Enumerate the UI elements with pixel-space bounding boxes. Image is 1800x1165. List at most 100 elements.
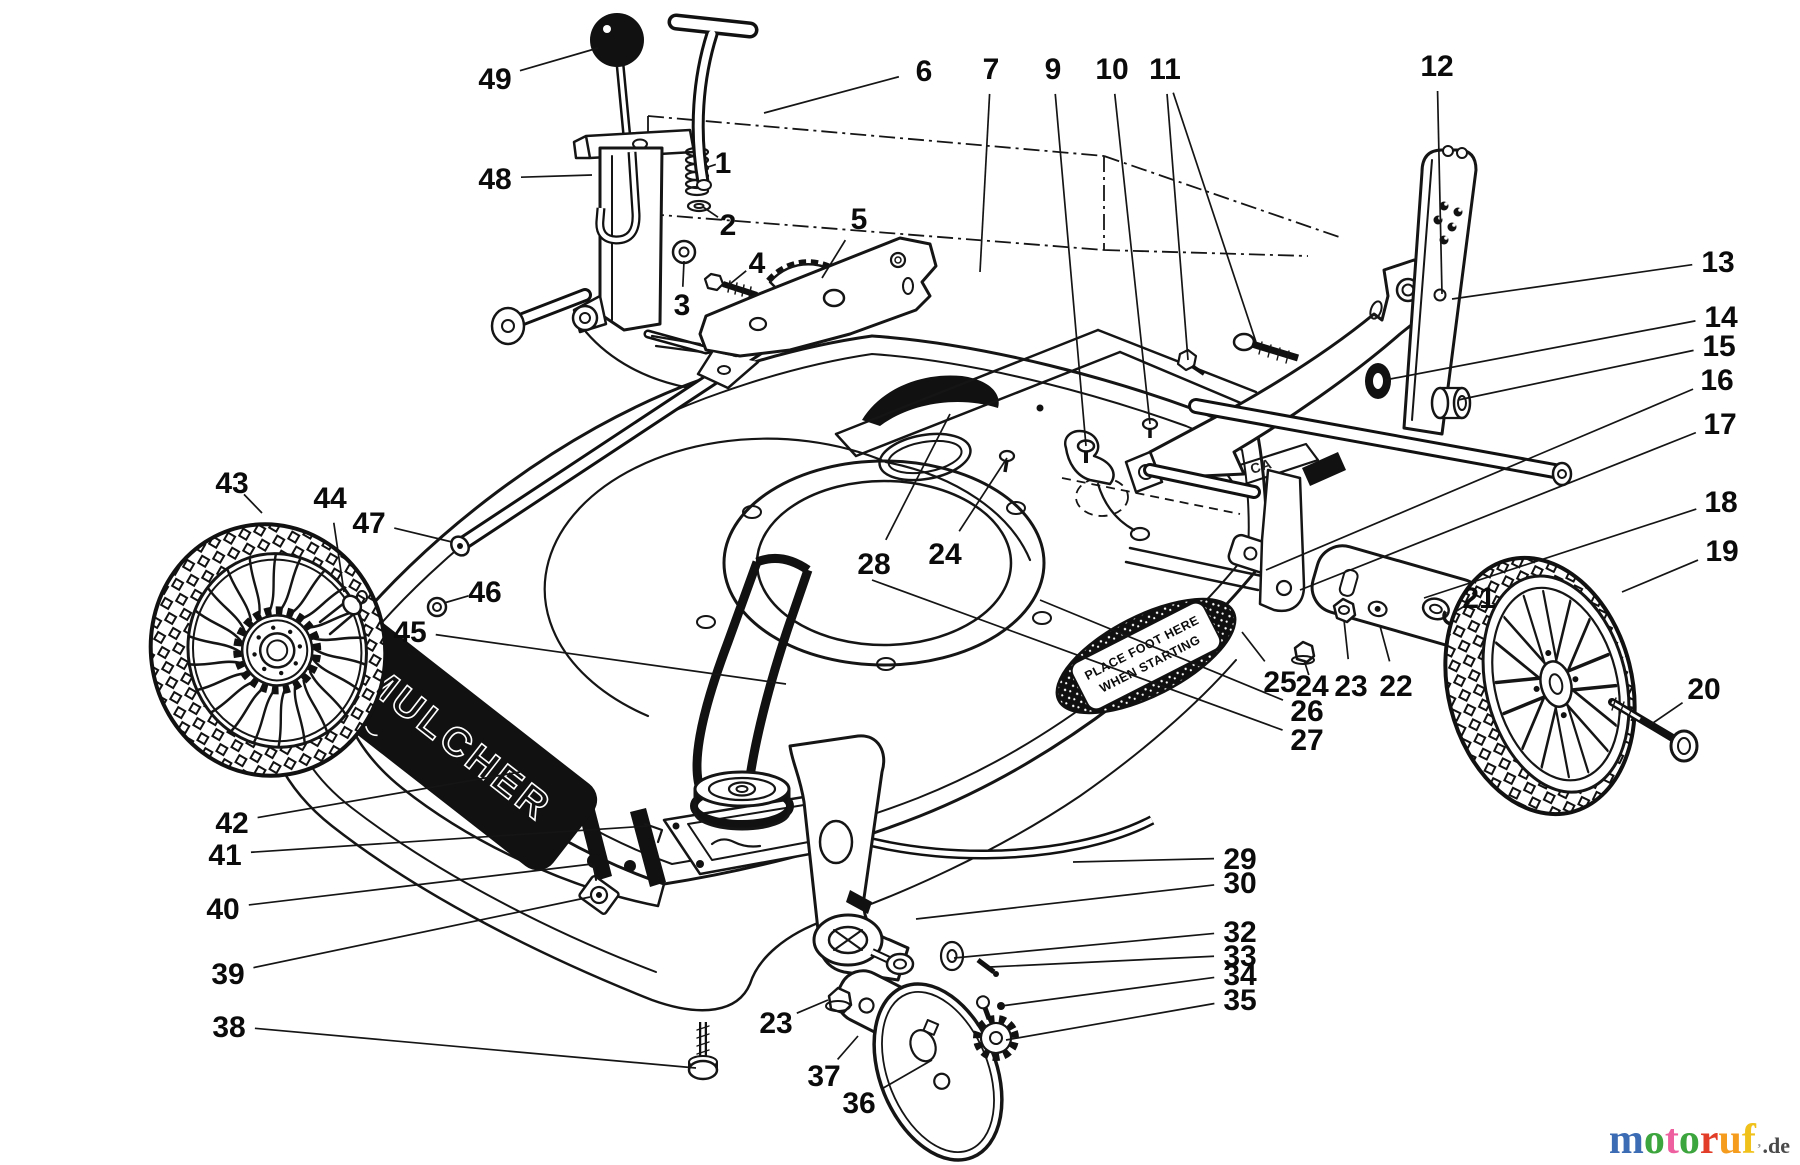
callout-label-16: 16 <box>1700 364 1733 397</box>
callout-label-21: 21 <box>1462 582 1495 615</box>
callout-label-17: 17 <box>1703 408 1736 441</box>
leader-line-38 <box>254 1027 697 1069</box>
motoruf-logo[interactable]: motoruf’.de <box>1609 1119 1790 1161</box>
logo-suffix: .de <box>1762 1133 1791 1158</box>
bolt-38 <box>687 1022 719 1081</box>
leader-line-27 <box>871 579 1283 731</box>
starter-t-handle <box>667 13 759 191</box>
leader-line-25 <box>1241 631 1266 662</box>
leader-line-10 <box>1113 93 1151 425</box>
logo-mark: ’ <box>1756 1142 1762 1157</box>
leader-line-2 <box>702 206 719 218</box>
right-handle-bracket <box>998 258 1432 494</box>
leader-line-14 <box>1384 320 1696 381</box>
callout-label-10: 10 <box>1095 53 1128 86</box>
leader-line-15 <box>1457 349 1694 401</box>
leader-line-37 <box>836 1035 859 1060</box>
leader-line-18 <box>1423 508 1697 599</box>
leader-line-17 <box>1299 431 1697 591</box>
height-adjust-lever <box>1402 145 1478 436</box>
callout-label-27: 27 <box>1290 724 1323 757</box>
support-strap-17 <box>1258 468 1306 613</box>
callout-label-33: 33 <box>1223 940 1256 973</box>
callout-label-1: 1 <box>715 147 732 180</box>
leader-line-34 <box>1000 976 1215 1007</box>
callout-label-24: 24 <box>1295 670 1329 703</box>
callout-label-24: 24 <box>928 538 962 571</box>
callout-label-3: 3 <box>674 289 691 322</box>
bushing-15 <box>1430 386 1472 420</box>
callout-label-12: 12 <box>1420 50 1453 83</box>
washer-32 <box>939 940 965 972</box>
callout-label-11: 11 <box>1149 53 1181 86</box>
logo-letter-t: t <box>1664 1117 1679 1163</box>
leader-line-48 <box>520 174 593 179</box>
callout-label-39: 39 <box>211 958 244 991</box>
callout-label-6: 6 <box>916 55 933 88</box>
leader-line-22 <box>1379 625 1391 662</box>
leader-line-6 <box>763 75 900 114</box>
right-wheel <box>1443 555 1637 817</box>
leader-line-30 <box>915 884 1215 920</box>
callout-label-5: 5 <box>851 203 868 236</box>
callout-label-20: 20 <box>1687 673 1720 706</box>
leader-line-11 <box>1166 93 1189 361</box>
callout-label-23: 23 <box>759 1007 792 1040</box>
leader-line-19 <box>1621 559 1699 593</box>
callout-label-41: 41 <box>208 839 241 872</box>
callout-label-4: 4 <box>749 247 766 280</box>
leader-line-20 <box>1649 701 1684 726</box>
callout-label-26: 26 <box>1290 695 1323 728</box>
leader-line-9 <box>1054 93 1087 447</box>
callout-label-36: 36 <box>842 1087 875 1120</box>
washer-46 <box>426 596 448 618</box>
callout-label-37: 37 <box>807 1060 840 1093</box>
callout-label-35: 35 <box>1223 984 1256 1017</box>
left-handle-bracket <box>650 236 938 390</box>
leader-line-42 <box>257 771 521 819</box>
callout-label-18: 18 <box>1704 486 1737 519</box>
axle-bolt-20 <box>1608 697 1699 763</box>
callout-label-32: 32 <box>1223 916 1256 949</box>
leader-line-5 <box>821 239 847 279</box>
callout-label-28: 28 <box>857 548 890 581</box>
leader-line-36 <box>881 1059 933 1090</box>
logo-letter-m: m <box>1608 1117 1644 1163</box>
callout-label-9: 9 <box>1045 53 1062 86</box>
callout-label-7: 7 <box>983 53 1000 86</box>
callout-label-2: 2 <box>720 209 737 242</box>
logo-letter-r: r <box>1699 1117 1719 1163</box>
leader-line-7 <box>979 93 991 273</box>
leader-line-24 <box>958 457 1008 532</box>
leader-line-13 <box>1451 263 1693 300</box>
callout-label-38: 38 <box>212 1011 245 1044</box>
callout-label-19: 19 <box>1705 535 1738 568</box>
callout-label-15: 15 <box>1702 330 1735 363</box>
callout-label-48: 48 <box>478 163 511 196</box>
leader-line-28 <box>885 413 951 541</box>
washer-2 <box>686 199 712 213</box>
callout-label-22: 22 <box>1379 670 1412 703</box>
frame-rails <box>1143 363 1573 613</box>
callout-label-34: 34 <box>1223 959 1257 992</box>
callout-label-43: 43 <box>215 467 248 500</box>
leader-line-49 <box>519 47 599 72</box>
leader-line-23 <box>1343 619 1350 660</box>
foot-decal: PLACE FOOT HERE WHEN STARTING <box>1055 597 1237 715</box>
pivot-arm <box>788 734 910 982</box>
callout-label-30: 30 <box>1223 867 1256 900</box>
leader-line-39 <box>253 896 591 969</box>
callout-label-45: 45 <box>393 616 426 649</box>
belt-and-pulley <box>662 553 1155 1162</box>
left-axle-bolt <box>318 590 368 636</box>
leader-line-4 <box>729 270 747 285</box>
bolt-4 <box>703 272 758 299</box>
wheel-bracket-plate <box>1291 544 1486 665</box>
washer-3 <box>671 239 697 265</box>
pin-33 <box>976 958 996 974</box>
leader-line-12 <box>1436 90 1443 295</box>
leader-line-40 <box>248 863 593 906</box>
